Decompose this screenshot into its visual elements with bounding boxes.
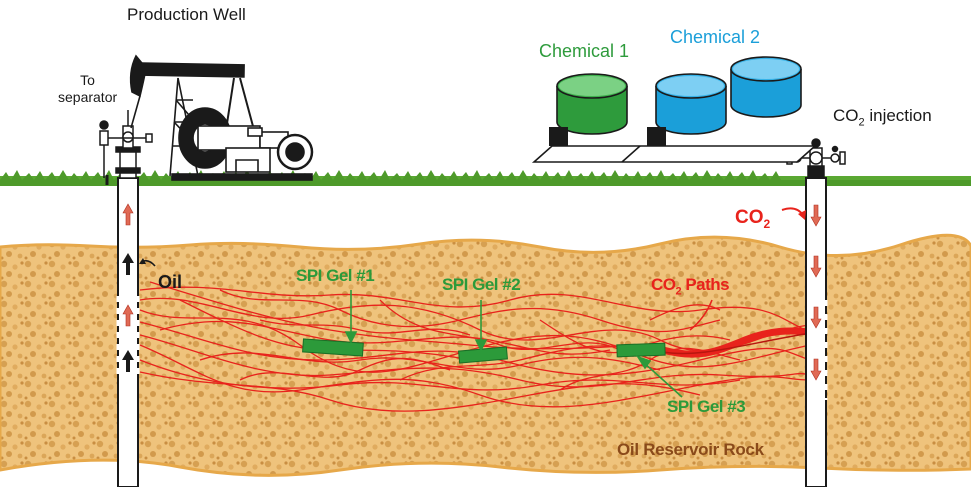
spi-gel-1-label: SPI Gel #1	[296, 266, 375, 285]
ground-grass	[0, 170, 971, 186]
spi-gel-blocks	[302, 338, 666, 364]
co2-injection-label: CO2 injection	[833, 106, 932, 129]
co2-paths-pointer	[689, 299, 713, 331]
injection-well-flow-arrows	[810, 204, 822, 381]
co2-main-channel	[659, 327, 814, 358]
reservoir-rock-label: Oil Reservoir Rock	[617, 440, 764, 459]
chemical-1-tank-icon	[549, 73, 628, 146]
pumpjack-icon	[129, 54, 314, 181]
chemical-2-label: Chemical 2	[670, 27, 761, 47]
chemical-tank-platform	[531, 145, 818, 163]
separator-label-line1: To	[80, 72, 95, 88]
production-wellhead-icon	[99, 110, 153, 185]
separator-outlet-label: To separator	[58, 72, 117, 106]
co2-inlet-label: CO2	[735, 207, 771, 231]
gel-pointers	[344, 290, 683, 398]
separator-label-line2: separator	[58, 89, 118, 105]
production-well-flow-arrows	[122, 203, 134, 372]
co2-paths-label: CO2 Paths	[651, 275, 730, 298]
production-well-title: Production Well	[127, 5, 246, 24]
spi-gel-2-label: SPI Gel #2	[442, 275, 521, 294]
oil-label: Oil	[158, 272, 183, 292]
chemical-2-tank-icon	[647, 56, 802, 146]
chemical-1-label: Chemical 1	[539, 41, 630, 61]
spi-gel-3-label: SPI Gel #3	[667, 397, 746, 416]
